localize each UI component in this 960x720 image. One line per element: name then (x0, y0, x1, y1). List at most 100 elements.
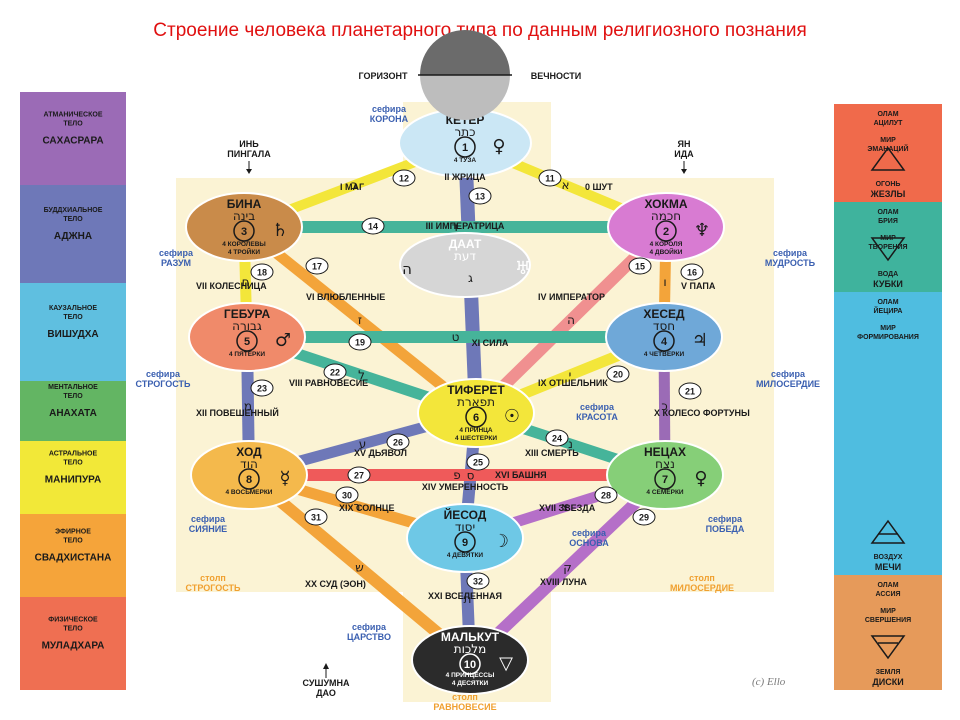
path-badge-shape (466, 572, 490, 590)
sephira-sub: 4 ТРОЙКИ (228, 247, 260, 256)
path-label: XIII СМЕРТЬ (525, 448, 579, 458)
right-band-element: ОГОНЬ (876, 181, 901, 188)
sephira-circle (399, 232, 531, 298)
path-number: 11 (545, 174, 555, 184)
path-badge-shape (594, 486, 618, 504)
sefira-name: КОРОНА (370, 114, 409, 124)
planet-symbol-icon: ♆ (694, 220, 710, 241)
right-band-world-word: СВЕРШЕНИЯ (865, 617, 911, 624)
path-number: 12 (399, 174, 409, 184)
sefira-word: сефира (580, 402, 615, 412)
sephira-circle (605, 302, 723, 372)
right-band-olam-word: ОЛАМ (877, 209, 898, 216)
sephira-sub: 4 КОРОЛЯ (650, 241, 683, 248)
sephira-1: КЕТЕРכתר14 ТУЗА♀ (398, 108, 532, 178)
right-band-rect (834, 104, 942, 202)
path-number: 19 (355, 338, 365, 348)
planet-symbol-icon: ♀ (694, 468, 707, 489)
path-badge-shape (305, 257, 329, 275)
hebrew-letter: ע (359, 437, 367, 451)
planet-symbol-icon: ♀ (492, 136, 505, 157)
element-triangle-icon (870, 146, 906, 171)
hebrew-letter: פ (453, 468, 461, 482)
path-badge-shape (323, 363, 347, 381)
sefira-name: МУДРОСТЬ (765, 258, 816, 268)
hebrew-letter: ד (452, 220, 459, 234)
path-label: VIII РАВНОВЕСИЕ (289, 378, 368, 388)
sephira-sub: 4 ВОСЬМЕРКИ (226, 489, 273, 496)
sephira-circle (607, 192, 725, 262)
path-number: 22 (330, 368, 340, 378)
path-label: XV ДЬЯВОЛ (354, 448, 407, 458)
planet-symbol-icon: ☿ (279, 468, 290, 489)
sephira-circle (190, 440, 308, 510)
sephira-name: ТИФЕРЕТ (447, 383, 505, 397)
hebrew-letter: ב (351, 178, 358, 192)
sephira-number: 4 (661, 336, 668, 348)
channel-yin-label: ИНЬ (239, 139, 259, 149)
path-number: 16 (687, 268, 697, 278)
hebrew-letter: ו (663, 275, 666, 289)
right-band-rect (834, 575, 942, 690)
sephira-number: 10 (464, 659, 476, 671)
path-number: 15 (635, 262, 645, 272)
sephira-circle (188, 302, 306, 372)
element-triangle-icon (870, 519, 906, 544)
pillar-word: столп (200, 573, 226, 583)
path-number: 28 (601, 491, 611, 501)
sephira-name: ДААТ (449, 237, 482, 251)
right-band-world-word: ФОРМИРОВАНИЯ (857, 334, 919, 341)
path-number: 27 (354, 471, 364, 481)
path-line-31 (245, 470, 474, 665)
left-band-title-word: ТЕЛО (63, 314, 83, 321)
path-badge-shape (335, 486, 359, 504)
right-band-olam-word: АЦИЛУТ (874, 120, 903, 127)
planet-symbol-icon: ☉ (504, 406, 520, 427)
sephira-number: 3 (241, 226, 247, 238)
left-band-rect (20, 597, 126, 690)
left-band-name: МАНИПУРА (45, 475, 101, 486)
pillar-name: МИЛОСЕРДИЕ (670, 583, 734, 593)
path-number: 31 (311, 513, 321, 523)
sefira-name: ПОБЕДА (706, 524, 745, 534)
hebrew-letter: ש (355, 561, 364, 575)
left-band-rect (20, 185, 126, 283)
hebrew-letter: ס (467, 469, 475, 483)
left-band-name: АДЖНА (54, 231, 92, 242)
sephira-hebrew: נצח (655, 457, 675, 471)
path-badge-shape (538, 169, 562, 187)
path-badge-shape (545, 429, 569, 447)
channel-dao-label: ДАО (316, 688, 336, 698)
path-badge-shape (392, 169, 416, 187)
path-label: II ЖРИЦА (444, 172, 486, 182)
sephira-sub: 4 ПЯТЕРКИ (229, 351, 265, 358)
left-band-title-word: БУДДХИАЛЬНОЕ (44, 207, 103, 214)
path-badge-shape (348, 333, 372, 351)
sephira-sub: 4 СЕМЕРКИ (646, 489, 684, 496)
sephira-name: ГЕБУРА (224, 307, 271, 321)
sephira-number: 5 (244, 336, 250, 348)
sephira-number-ring (655, 220, 677, 242)
sefira-word: сефира (771, 369, 806, 379)
sephira-sub: 4 ДЕВЯТКИ (447, 552, 484, 559)
path-line-15 (471, 222, 671, 418)
sefira-name: РАЗУМ (161, 258, 191, 268)
left-band-rect (20, 514, 126, 597)
channel-ida-label: ИДА (674, 149, 694, 159)
